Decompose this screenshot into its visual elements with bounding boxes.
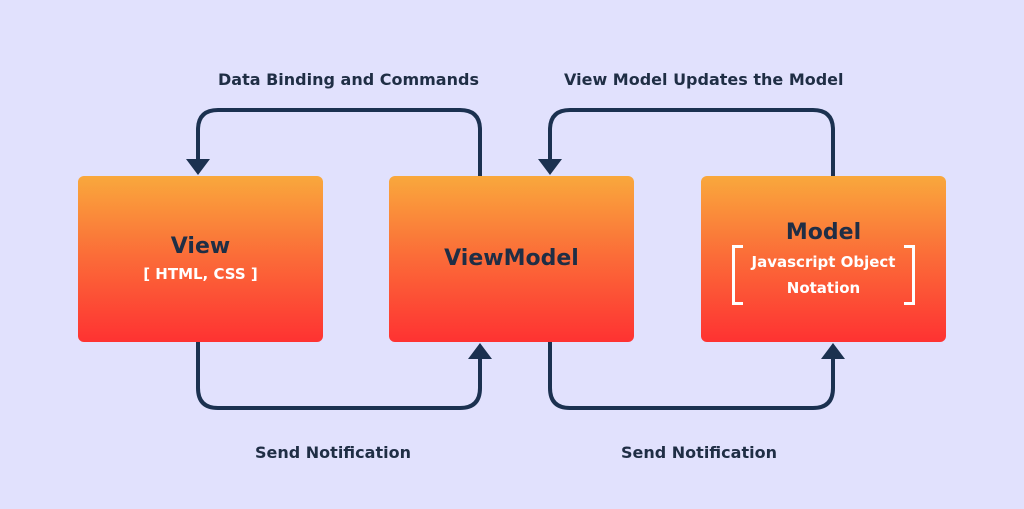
view-box: View [ HTML, CSS ]: [78, 176, 323, 342]
label-view-model-updates: View Model Updates the Model: [564, 70, 844, 89]
arrowhead-down-viewmodel: [538, 159, 562, 175]
model-subtitle-line1: Javascript Object: [751, 253, 896, 271]
view-title: View: [170, 234, 231, 259]
viewmodel-box: ViewModel: [389, 176, 634, 342]
arrow-viewmodel-to-view: [196, 108, 482, 176]
right-bracket-icon: [904, 245, 916, 305]
arrowhead-up-viewmodel: [468, 343, 492, 359]
label-send-notification-right: Send Notification: [621, 443, 777, 462]
model-title: Model: [785, 220, 862, 245]
left-bracket-icon: [731, 245, 743, 305]
arrowhead-up-model: [821, 343, 845, 359]
view-subtitle: [ HTML, CSS ]: [143, 265, 258, 283]
model-box: Model Javascript Object Notation: [701, 176, 946, 342]
arrow-model-to-viewmodel: [548, 108, 835, 176]
viewmodel-title: ViewModel: [444, 246, 579, 271]
label-send-notification-left: Send Notification: [255, 443, 411, 462]
arrow-viewmodel-to-model: [548, 342, 835, 410]
arrowhead-down-view: [186, 159, 210, 175]
arrow-view-to-viewmodel: [196, 342, 482, 410]
model-subtitle-line2: Notation: [786, 279, 861, 297]
label-data-binding: Data Binding and Commands: [218, 70, 479, 89]
model-subtitle-bracket: Javascript Object Notation: [731, 245, 916, 305]
